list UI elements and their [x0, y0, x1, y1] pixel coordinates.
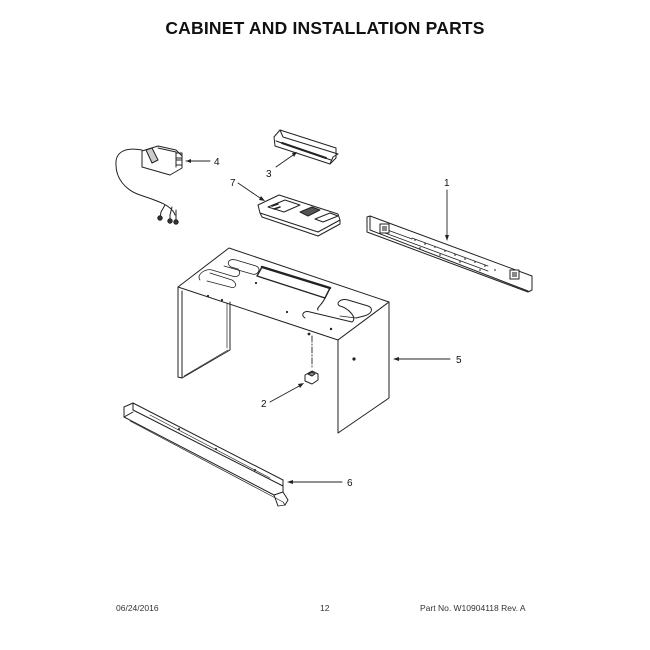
callout-6: 6 — [347, 478, 353, 489]
page-title: CABINET AND INSTALLATION PARTS — [165, 18, 485, 38]
footer-page-number: 12 — [320, 603, 330, 613]
wire-harness-part[interactable] — [115, 145, 183, 225]
callout-7: 7 — [230, 178, 236, 189]
callout-2: 2 — [261, 399, 267, 410]
cabinet-wrapper-part[interactable] — [177, 247, 390, 434]
callout-5: 5 — [456, 355, 462, 366]
control-plate-part[interactable] — [257, 194, 341, 237]
grommet-part[interactable] — [304, 335, 319, 385]
callout-3: 3 — [266, 169, 272, 180]
footer-date: 06/24/2016 — [116, 603, 159, 613]
mounting-rail-part[interactable] — [366, 215, 533, 293]
callout-4: 4 — [214, 157, 220, 168]
damper-bracket-part[interactable] — [273, 129, 339, 165]
footer-part-number: Part No. W10904118 Rev. A — [420, 603, 526, 613]
front-trim-rail-part[interactable] — [123, 402, 289, 507]
callout-1: 1 — [444, 178, 450, 189]
